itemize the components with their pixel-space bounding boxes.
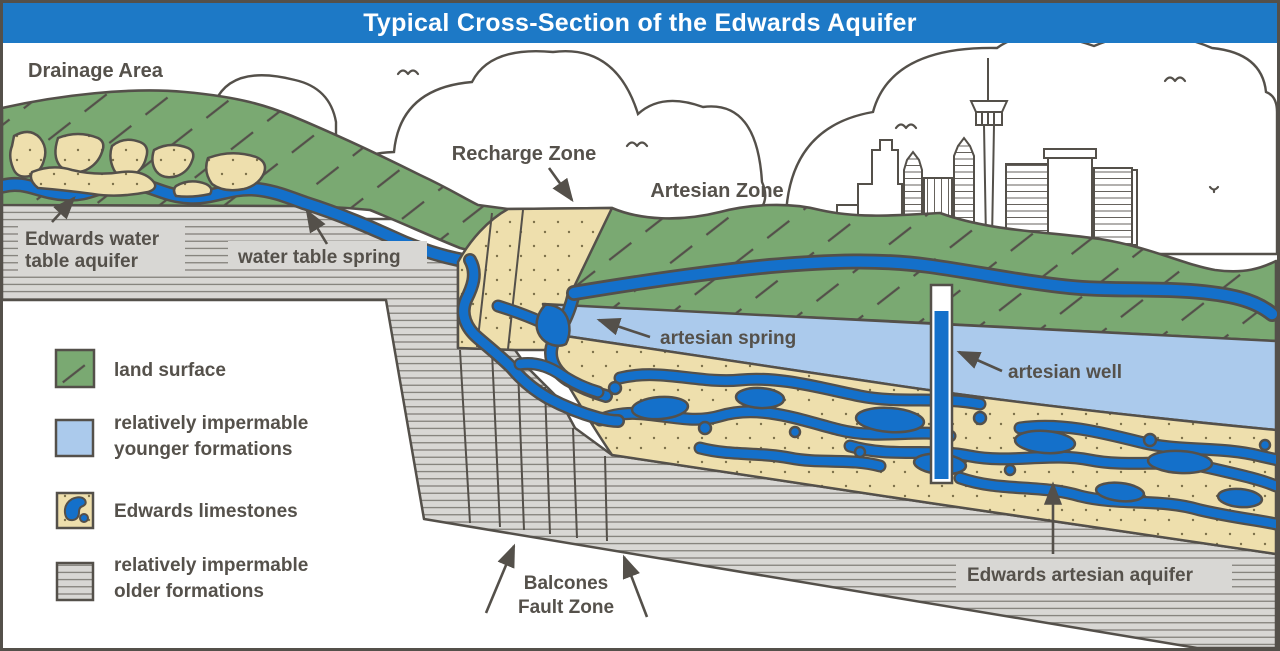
edwards-water-table-label-line1: Edwards water [25,229,160,250]
legend-item-younger-formations: relatively impermable younger formations [54,413,308,460]
artesian-spring-label: artesian spring [660,328,796,349]
bird-icon [1208,185,1220,194]
aquifer-water [593,368,1276,531]
legend-label: Edwards limestones [114,501,298,522]
fault-lines [459,349,608,542]
bird-icon [894,123,918,130]
birds [396,69,1220,194]
drainage-area-label: Drainage Area [28,60,164,82]
artesian-river [566,253,1280,322]
limestone-water-dot [79,513,89,523]
page-title: Typical Cross-Section of the Edwards Aqu… [363,9,917,37]
recharge-zone-label: Recharge Zone [452,143,596,165]
younger-formations-swatch [54,418,95,458]
legend-item-older-formations: relatively impermable older formations [55,555,308,602]
building-edge [1131,169,1138,246]
edwards-artesian-aquifer-label: Edwards artesian aquifer [967,565,1194,586]
building-roof [1043,148,1097,159]
artesian-well-label: artesian well [1008,362,1122,383]
limestone-water-blob [63,496,87,522]
annotation-arrows [51,167,1063,618]
artesian-spring-pool [535,303,571,347]
water-table-channel [0,175,480,270]
land-surface-swatch [54,348,96,389]
legend-item-land-surface: land surface [54,348,226,389]
fault-lines-upper [476,209,524,350]
label-backgrounds [18,226,1232,589]
legend: land surface relatively impermable young… [54,348,308,602]
water-table-limestone-blobs [9,130,267,198]
tower-shaft [982,124,996,241]
balcones-fault-zone-label-line2: Fault Zone [518,597,614,618]
water-table-spring-label: water table spring [237,247,401,268]
balcones-fault-zone-label-line1: Balcones [524,573,608,594]
artesian-well-pipe [929,283,954,485]
legend-label: relatively impermable [114,555,308,576]
older-formations-swatch [55,561,95,602]
edwards-water-table-label-line2: table aquifer [25,251,139,272]
legend-label: older formations [114,581,264,602]
cloud-center [330,50,767,221]
building [1047,157,1093,241]
legend-label: land surface [114,360,226,381]
bird-icon [396,69,420,76]
legend-item-edwards-limestones: Edwards limestones [55,491,298,530]
bird-icon [1163,76,1187,83]
bird-icon [625,141,649,148]
legend-label: younger formations [114,439,292,460]
title-bar [2,2,1278,43]
building [1093,167,1133,246]
legend-label: relatively impermable [114,413,308,434]
tower-of-the-americas [969,100,1009,113]
artesian-zone-label: Artesian Zone [650,180,783,202]
